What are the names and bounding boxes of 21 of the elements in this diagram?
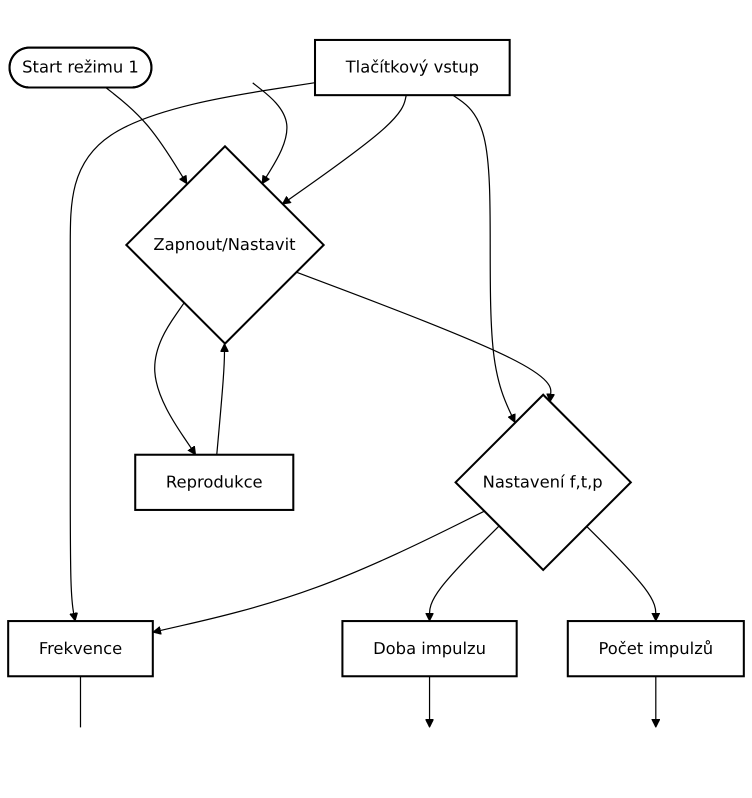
node-box: Frekvence [7, 620, 154, 678]
arrow [452, 94, 516, 423]
arrow [252, 82, 288, 184]
arrow [425, 676, 434, 728]
arrow [152, 510, 484, 635]
node-diamond: Zapnout/Nastavit [124, 144, 326, 346]
connector [80, 676, 82, 728]
node-box: Tlačítkový vstup [314, 38, 511, 96]
arrow [651, 676, 660, 728]
arrow [154, 302, 196, 456]
arrow [296, 271, 556, 402]
node-box: Počet impulzů [566, 620, 745, 678]
arrow [425, 526, 500, 622]
arrow [282, 95, 407, 205]
node-diamond: Nastavení f,t,p [454, 393, 632, 572]
node-box: Reprodukce [134, 454, 294, 511]
arrow [69, 82, 316, 622]
arrow [216, 343, 229, 455]
arrow [106, 88, 188, 184]
arrow [586, 526, 660, 622]
node-box: Doba impulzu [341, 620, 518, 678]
